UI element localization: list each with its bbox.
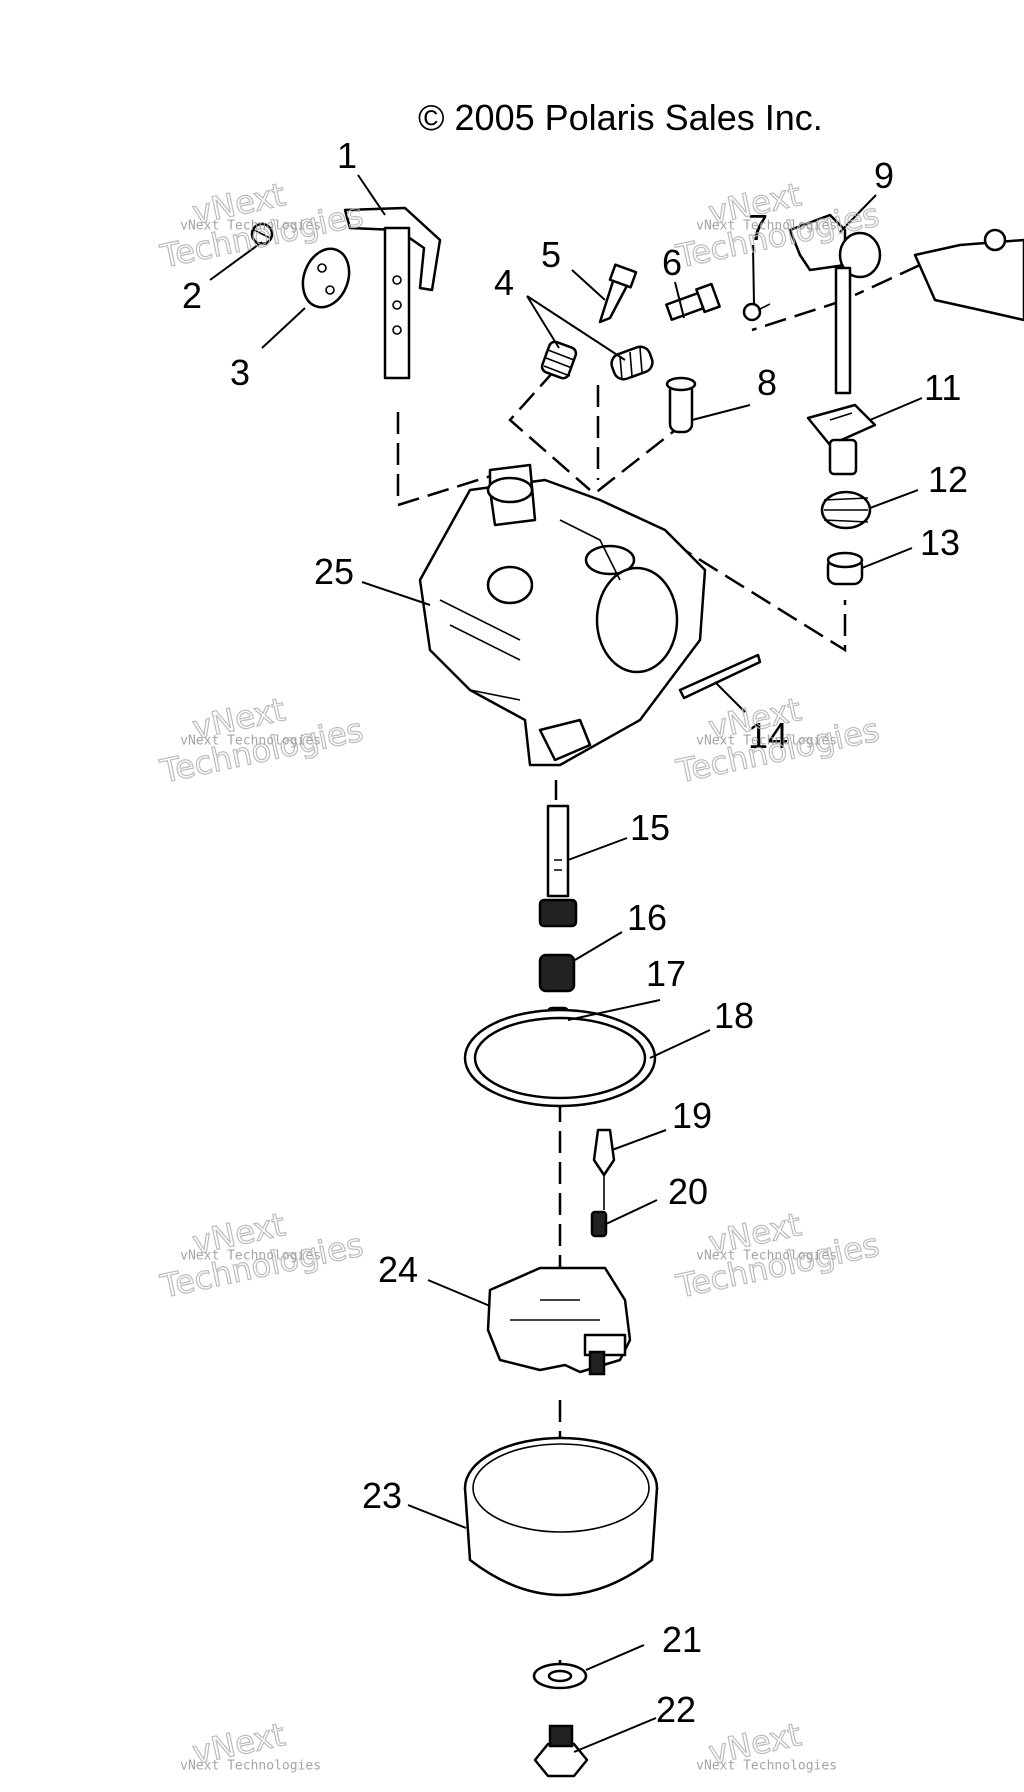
part-23-float-bowl	[463, 1436, 659, 1597]
part-20-clip	[590, 1210, 608, 1238]
leader-lines	[209, 174, 923, 1753]
watermark-small: vNext Technologies	[696, 1248, 837, 1263]
callout-14: 14	[748, 715, 788, 756]
watermark-mid-left: vNext Technologies vNext Technologies	[156, 690, 367, 792]
part-12-spring	[820, 490, 872, 530]
part-9-choke-shaft	[788, 213, 882, 395]
part-5-pilot-screw	[598, 263, 638, 324]
callout-4: 4	[494, 262, 514, 303]
watermark-small: vNext Technologies	[180, 218, 321, 233]
part-3-throttle-plate	[301, 247, 351, 309]
callout-21: 21	[662, 1619, 702, 1660]
callout-20: 20	[668, 1171, 708, 1212]
part-15-main-nozzle	[538, 804, 578, 928]
callout-23: 23	[362, 1475, 402, 1516]
callout-15: 15	[630, 807, 670, 848]
part-16-main-jet	[538, 953, 576, 993]
part-25-carburetor-body	[418, 463, 707, 767]
callout-22: 22	[656, 1689, 696, 1730]
watermark-small: vNext Technologies	[180, 733, 321, 748]
part-14-pin	[678, 653, 762, 700]
part-4-springs	[540, 340, 654, 381]
callout-1: 1	[337, 135, 357, 176]
part-18-gasket	[463, 1008, 657, 1108]
callout-16: 16	[627, 897, 667, 938]
watermark-small: vNext Technologies	[180, 1758, 321, 1773]
part-1-throttle-shaft	[343, 206, 442, 380]
part-22-bowl-nut	[533, 1724, 589, 1778]
callout-5: 5	[541, 234, 561, 275]
callout-18: 18	[714, 995, 754, 1036]
watermark-small: vNext Technologies	[180, 1248, 321, 1263]
part-10-choke-plate	[913, 228, 1024, 322]
watermark-lower-left: vNext Technologies vNext Technologies	[156, 1205, 367, 1307]
watermark-bottom-right: vNext vNext Technologies	[696, 1715, 837, 1774]
callout-17: 17	[646, 953, 686, 994]
callout-numbers: 1 2 3 4 5 6 7 8 9 11 12 13 14 15 16 17 1…	[182, 135, 968, 1730]
part-7-screw	[742, 302, 771, 322]
callout-11: 11	[924, 367, 961, 408]
part-2-screw	[250, 222, 274, 246]
part-11-bushing	[806, 403, 877, 476]
callout-8: 8	[757, 362, 777, 403]
part-24-float	[486, 1266, 632, 1376]
part-21-washer	[532, 1662, 588, 1690]
callout-6: 6	[662, 242, 682, 283]
part-13-cap	[826, 551, 864, 586]
part-8-jet	[665, 376, 697, 434]
callout-24: 24	[378, 1249, 418, 1290]
watermark-bottom-left: vNext vNext Technologies	[180, 1715, 321, 1774]
callout-7: 7	[748, 207, 768, 248]
callout-9: 9	[874, 155, 894, 196]
part-6-idle-screw	[665, 282, 721, 321]
callout-19: 19	[672, 1095, 712, 1136]
watermark-small: vNext Technologies	[696, 733, 837, 748]
watermark-small: vNext Technologies	[696, 218, 837, 233]
watermark-small: vNext Technologies	[696, 1758, 837, 1773]
callout-3: 3	[230, 352, 250, 393]
callout-2: 2	[182, 275, 202, 316]
callout-12: 12	[928, 459, 968, 500]
part-19-needle	[592, 1128, 616, 1210]
copyright-title: © 2005 Polaris Sales Inc.	[418, 97, 823, 138]
callout-13: 13	[920, 522, 960, 563]
callout-25: 25	[314, 551, 354, 592]
